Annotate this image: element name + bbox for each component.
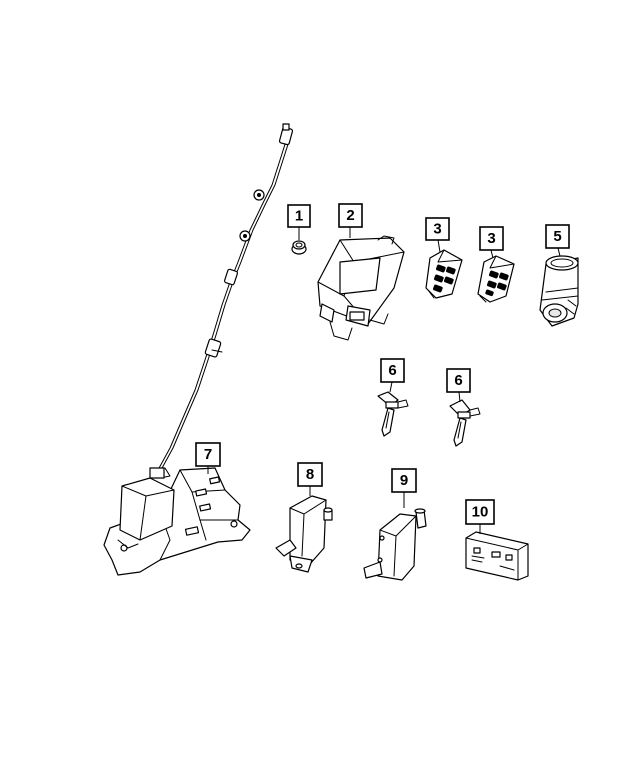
callout-3a: 3 — [425, 217, 450, 241]
callout-label: 3 — [487, 230, 495, 247]
callout-label: 3 — [433, 221, 441, 238]
key-blade-part-a — [377, 391, 409, 437]
bracket-part-8 — [275, 495, 333, 573]
callout-label: 6 — [388, 362, 396, 379]
ignition-switch-part — [539, 255, 579, 327]
callout-7: 7 — [195, 442, 221, 467]
callout-6a: 6 — [380, 358, 405, 383]
leader-3a — [437, 239, 441, 253]
callout-10: 10 — [465, 499, 495, 525]
key-fob-part-b — [477, 255, 515, 303]
callout-label: 5 — [553, 228, 561, 245]
key-blade-part-b — [449, 399, 481, 447]
callout-2: 2 — [338, 203, 363, 228]
leader-6b — [458, 391, 461, 403]
callout-label: 7 — [204, 446, 212, 463]
callout-5: 5 — [545, 224, 570, 249]
leader-5 — [557, 247, 561, 257]
callout-label: 1 — [295, 208, 303, 225]
antenna-cable — [157, 123, 294, 471]
callout-6b: 6 — [446, 368, 471, 393]
callout-label: 9 — [400, 472, 408, 489]
callout-label: 8 — [306, 466, 314, 483]
callout-8: 8 — [297, 462, 323, 487]
module-part-10 — [465, 531, 529, 581]
grommet-part — [291, 240, 307, 255]
bracket-part-9 — [363, 508, 427, 581]
control-module-part — [317, 235, 405, 341]
callout-9: 9 — [391, 468, 417, 493]
key-fob-part-a — [425, 249, 463, 299]
callout-label: 2 — [346, 207, 354, 224]
leader-3b — [490, 249, 494, 259]
callout-1: 1 — [287, 204, 311, 228]
callout-label: 6 — [454, 372, 462, 389]
callout-3b: 3 — [479, 226, 504, 251]
callout-label: 10 — [472, 504, 489, 521]
receiver-bracket-assembly — [103, 467, 251, 576]
leader-6a — [389, 381, 393, 393]
